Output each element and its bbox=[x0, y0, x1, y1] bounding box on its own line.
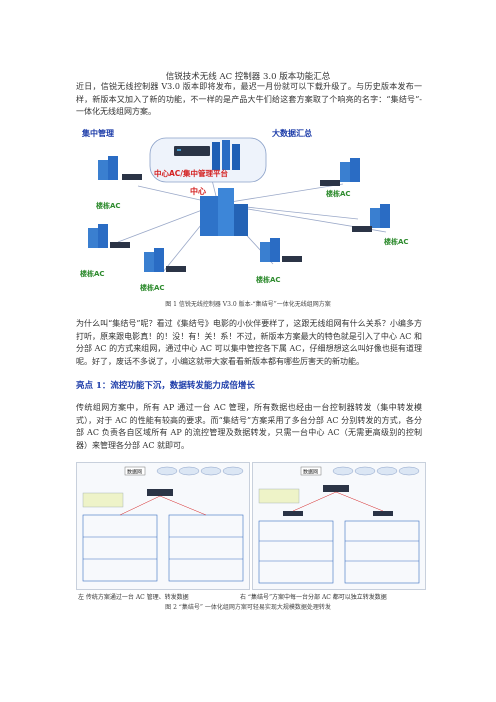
branch-building-icon bbox=[88, 224, 130, 248]
paragraph-2: 为什么叫“集结号”呢？看过《集结号》电影的小伙伴要样了，这跟无线组网有什么关系？… bbox=[76, 319, 422, 366]
central-ac-label: 中心AC/集中管理平台 bbox=[154, 168, 229, 178]
intro-paragraph: 近日，信锐无线控制器 V3.0 版本即将发布，最迟一月份就可以下载升级了。与历史… bbox=[76, 82, 422, 116]
paragraph-3: 传统组网方案中，所有 AP 通过一台 AC 管理，所有数据也经由一台控制器转发（… bbox=[76, 403, 422, 450]
bigdata-label: 大数据汇总 bbox=[272, 128, 312, 138]
branch-ac-device-icon bbox=[373, 511, 393, 516]
branch-ac-label-6: 楼栋AC bbox=[384, 237, 409, 246]
central-building-icon bbox=[200, 188, 248, 236]
figure-1-topology: 集中管理 大数据汇总 中心AC/集中管理平台 中心 楼栋AC 楼栋AC bbox=[78, 124, 422, 294]
figure-2-right-diagram: 数据网 bbox=[252, 462, 426, 590]
central-mgmt-label: 集中管理 bbox=[81, 128, 114, 138]
branch-ac-device-icon bbox=[283, 511, 303, 516]
branch-ac-label-1: 楼栋AC bbox=[96, 201, 121, 210]
branch-building-icon bbox=[144, 248, 186, 272]
figure-2-caption: 图 2 “集结号” 一体化组网方案可轻易实现大规模数据处理转发 bbox=[165, 604, 331, 611]
branch-building-icon bbox=[320, 158, 360, 186]
server-icon bbox=[212, 142, 220, 170]
branch-ac-label-4: 楼栋AC bbox=[256, 275, 281, 284]
data-network-label-left: 数据网 bbox=[127, 469, 142, 476]
floor-grids bbox=[258, 520, 420, 584]
branch-building-icon bbox=[98, 156, 142, 180]
doc-title: 信锐技术无线 AC 控制器 3.0 版本功能汇总 bbox=[165, 72, 331, 82]
figure-2-caption-right: 右 “集结号”方案中每一台分部 AC 都可以独立转发数据 bbox=[240, 594, 387, 601]
center-label: 中心 bbox=[190, 186, 206, 196]
figure-2-caption-left: 左 传统方案通过一台 AC 管理、转发数据 bbox=[78, 594, 189, 601]
branch-building-icon bbox=[352, 204, 390, 232]
branch-ac-label-3: 楼栋AC bbox=[140, 283, 165, 292]
ac-device-icon bbox=[147, 489, 173, 496]
figure-1-caption: 图 1 信锐无线控制器 V3.0 版本-“集结号”一体化无线组网方案 bbox=[165, 301, 331, 308]
figure-2-left-diagram: 数据网 bbox=[76, 462, 250, 590]
branch-ac-label-5: 楼栋AC bbox=[326, 189, 351, 198]
cloud-icons bbox=[332, 466, 420, 476]
data-network-label-right: 数据网 bbox=[303, 469, 318, 476]
figure-2-subcaptions: 左 传统方案通过一台 AC 管理、转发数据 右 “集结号”方案中每一台分部 AC… bbox=[78, 592, 424, 601]
central-ac-device-icon bbox=[323, 485, 349, 492]
cloud-icons bbox=[156, 466, 244, 476]
highlight-1-heading: 亮点 1：流控功能下沉，数据转发能力成倍增长 bbox=[76, 381, 255, 391]
branch-building-icon bbox=[260, 238, 302, 262]
branch-ac-label-2: 楼栋AC bbox=[80, 269, 105, 278]
central-ac-device-icon bbox=[174, 146, 210, 156]
